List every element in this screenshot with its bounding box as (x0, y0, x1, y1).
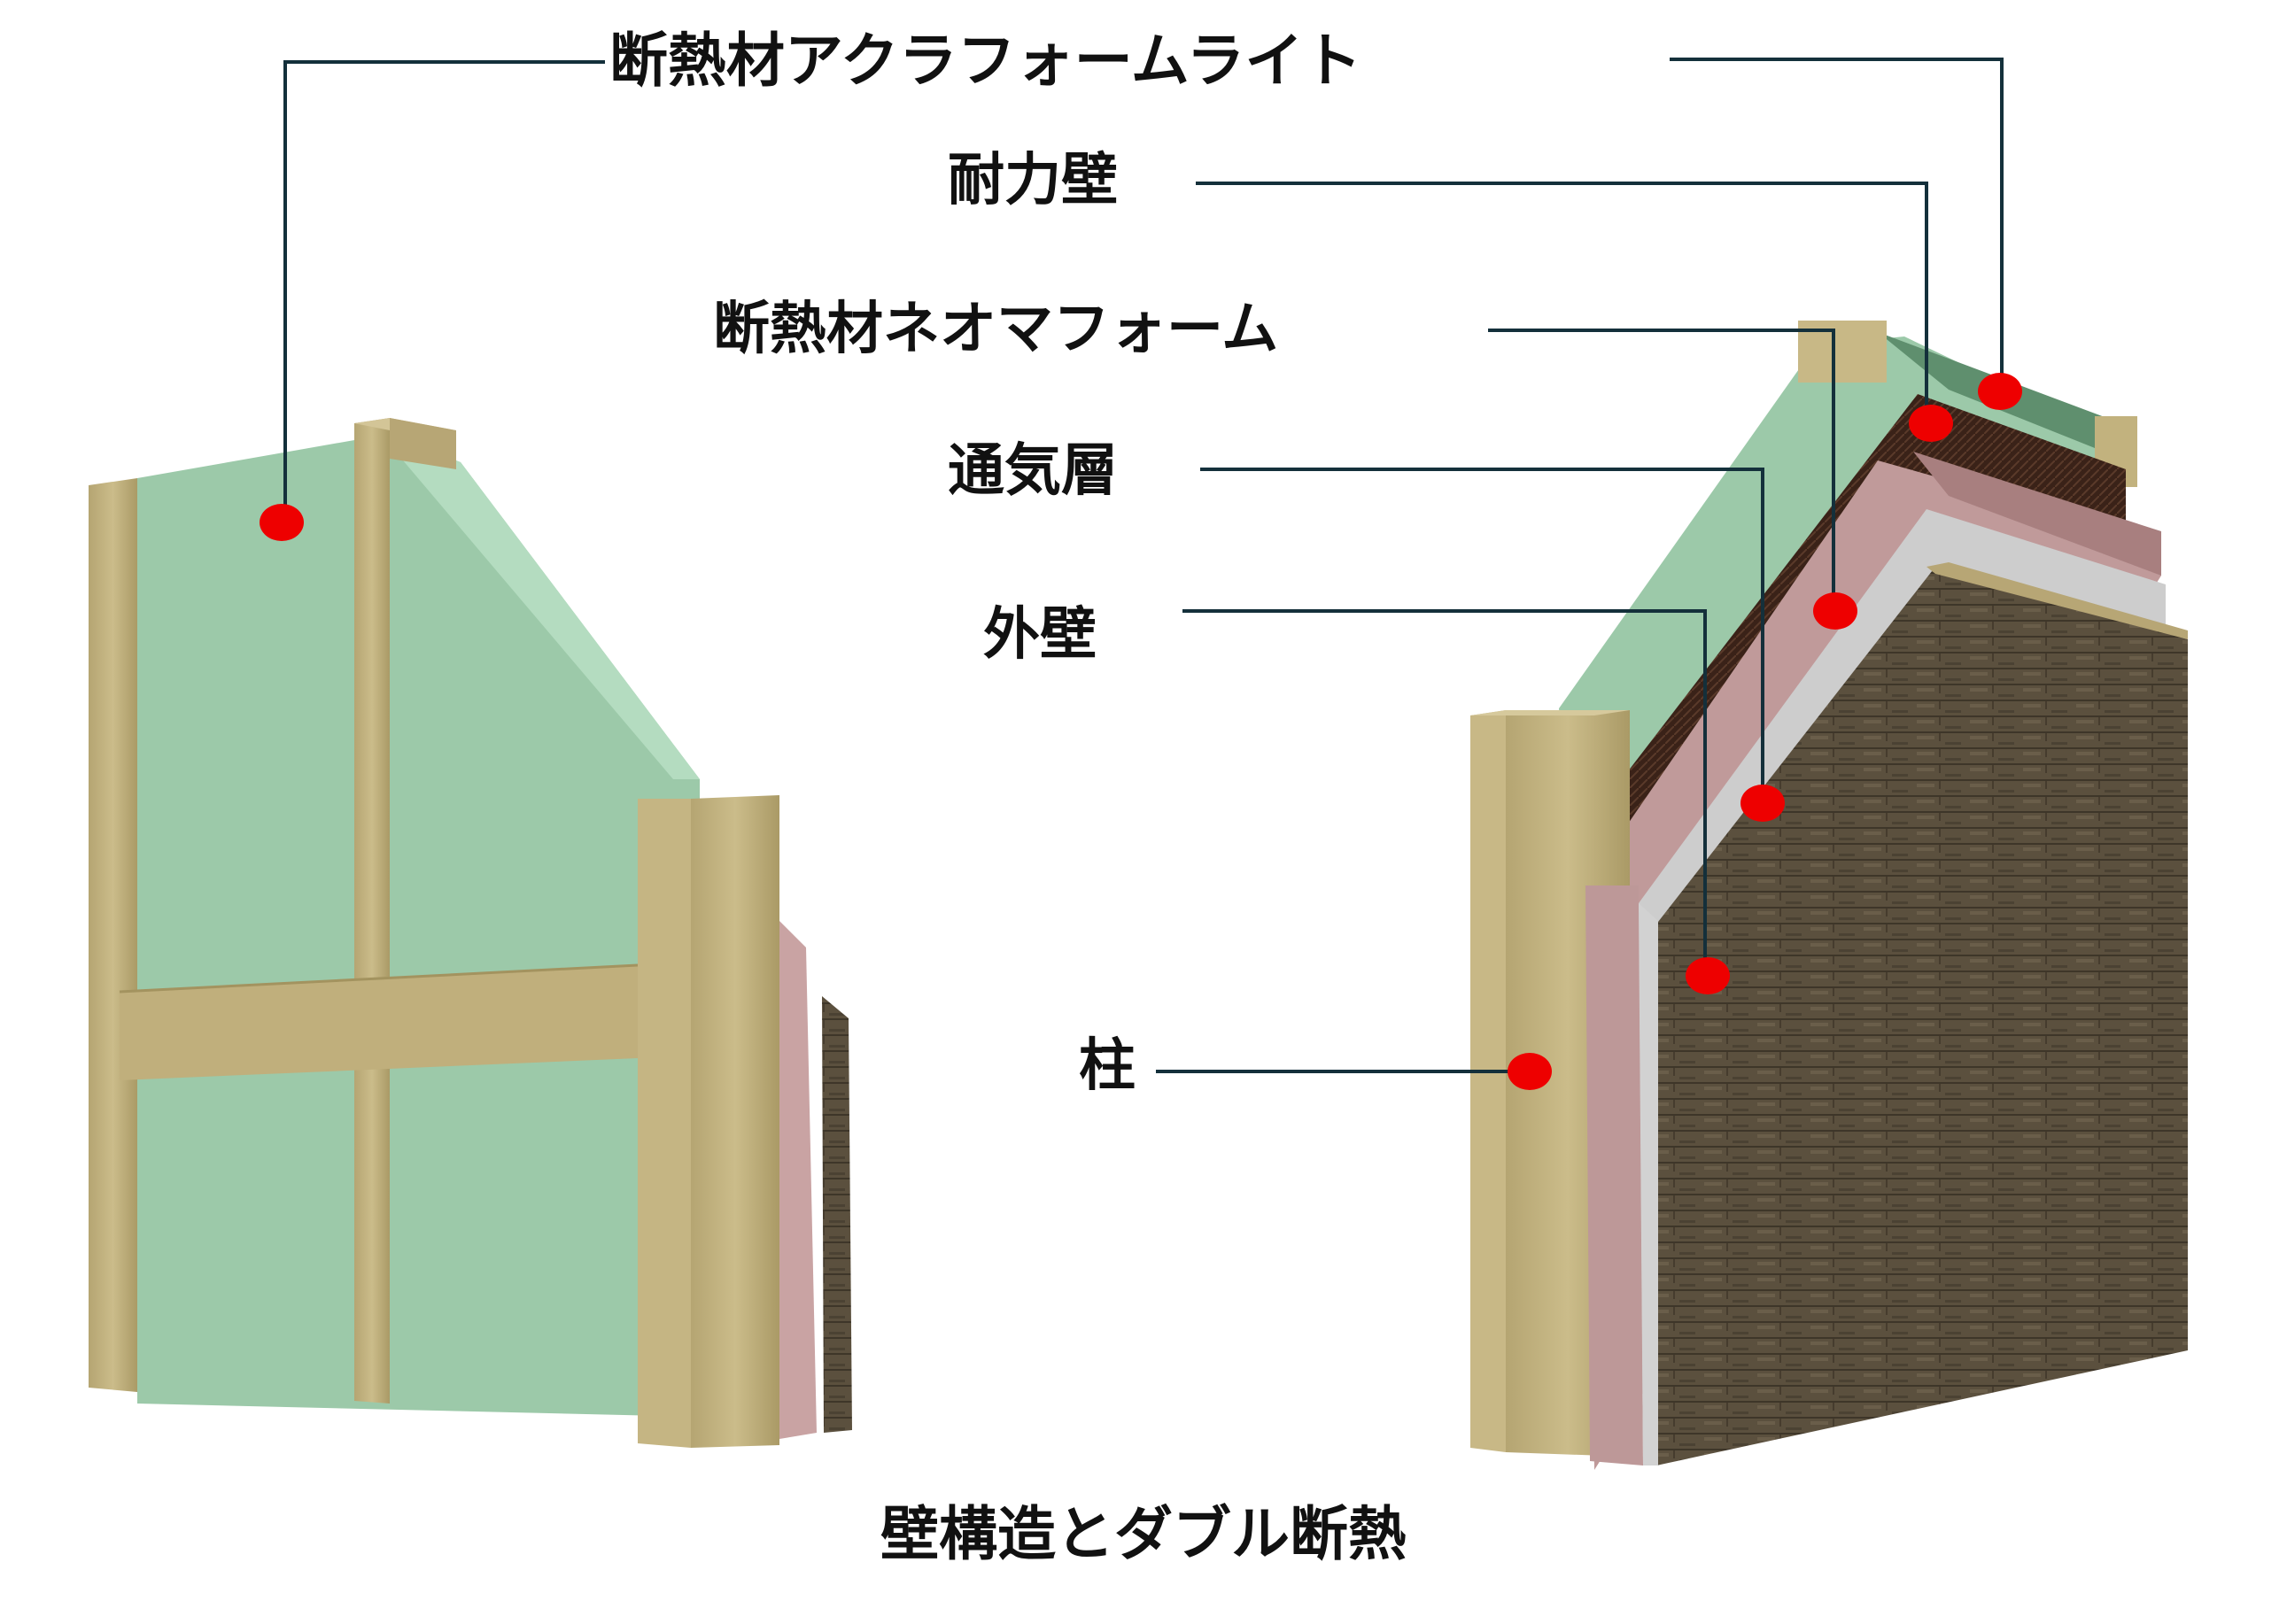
marker-acrafoam-left (260, 504, 304, 541)
leader-ventilation (1200, 468, 1764, 801)
right-wall-assembly (1470, 321, 2188, 1470)
markers (260, 373, 2022, 1090)
marker-neomafoam (1813, 592, 1857, 630)
label-ventilation-layer: 通気層 (948, 438, 1118, 504)
diagram-caption: 壁構造とダブル断熱 (880, 1500, 1407, 1568)
left-insulation-edge (390, 434, 700, 779)
label-bearing-wall: 耐力壁 (948, 148, 1118, 213)
leader-acrafoam-left (283, 60, 605, 522)
marker-bearing-wall (1909, 405, 1953, 442)
right-front-post (638, 799, 691, 1448)
leader-lines (283, 58, 2004, 1073)
middle-post (354, 418, 390, 1404)
label-acrafoam-light: 断熱材アクラフォームライト (609, 27, 1362, 95)
right-front-post-side (691, 795, 779, 1448)
siding-top-strip (1927, 562, 2188, 639)
right-pillar-top (1470, 710, 1630, 715)
exterior-siding (1652, 567, 2188, 1465)
right-pillar (1470, 710, 1506, 1452)
marker-ventilation (1740, 785, 1785, 822)
middle-post-side (390, 418, 456, 469)
right-neoma-strip (1585, 885, 1643, 1465)
right-vent-strip (1639, 903, 1658, 1465)
left-post (89, 478, 137, 1392)
left-siding-edge (822, 996, 852, 1433)
label-neomafoam: 断熱材ネオマフォーム (713, 297, 1279, 362)
left-neoma-edge (779, 921, 817, 1439)
label-exterior-wall: 外壁 (983, 602, 1097, 668)
left-wall-frame (89, 418, 852, 1448)
horizontal-beam (120, 965, 638, 1080)
leader-acrafoam-right (1670, 58, 2004, 390)
marker-acrafoam-right (1978, 373, 2022, 410)
leader-exterior-wall (1182, 609, 1707, 974)
marker-pillar (1508, 1053, 1552, 1090)
label-pillar: 柱 (1079, 1033, 1136, 1099)
leader-neomafoam (1488, 329, 1835, 611)
marker-exterior-wall (1686, 957, 1730, 994)
leader-bearing-wall (1196, 182, 1928, 423)
neoma-foam-top (1913, 452, 2161, 576)
left-insulation-panel (137, 434, 700, 1417)
